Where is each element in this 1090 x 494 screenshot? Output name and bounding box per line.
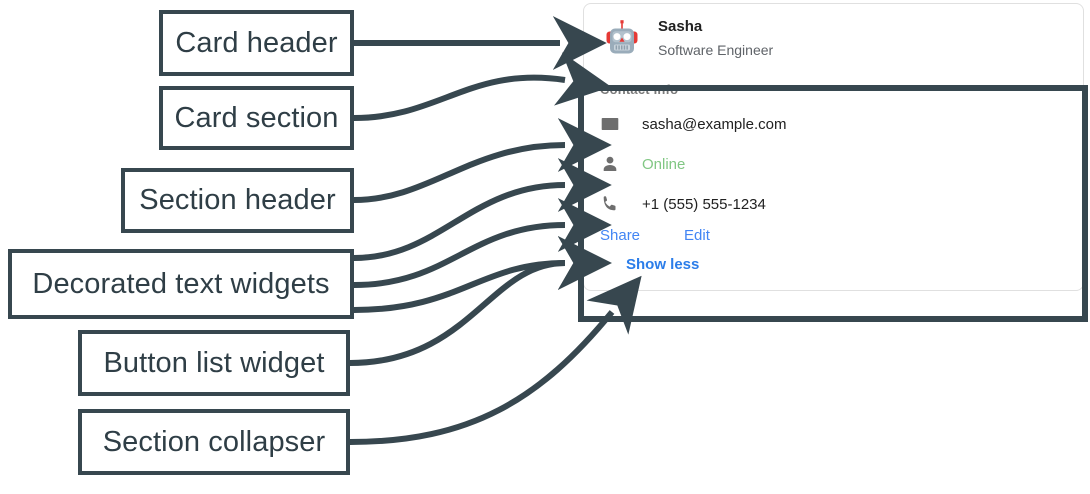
arrow-decorated-text-1 xyxy=(353,158,612,261)
annotation-section-collapser: Section collapser xyxy=(78,409,350,475)
annotation-button-list-widget: Button list widget xyxy=(78,330,350,396)
card-header-subtitle: Software Engineer xyxy=(658,41,774,58)
section-collapser[interactable]: Show less xyxy=(600,256,1067,274)
annotation-section-header: Section header xyxy=(121,168,354,233)
arrow-button-list xyxy=(349,236,612,366)
annotation-card-header-label: Card header xyxy=(175,26,338,59)
profile-card: Sasha Software Engineer Contact Info sas… xyxy=(583,3,1084,291)
email-icon xyxy=(600,114,620,134)
edit-button[interactable]: Edit xyxy=(684,227,710,244)
decorated-text-widget-status-text: Online xyxy=(642,155,686,173)
arrow-section-header xyxy=(353,118,612,203)
annotation-section-header-label: Section header xyxy=(139,184,336,216)
decorated-text-widget-phone: +1 (555) 555-1234 xyxy=(600,187,1067,221)
annotation-card-section-label: Card section xyxy=(174,101,339,134)
decorated-text-widget-email: sasha@example.com xyxy=(600,107,1067,141)
annotation-card-section: Card section xyxy=(159,86,354,150)
phone-icon xyxy=(600,194,620,214)
decorated-text-widget-email-text: sasha@example.com xyxy=(642,115,787,133)
annotation-section-collapser-label: Section collapser xyxy=(102,425,326,458)
arrow-card-section xyxy=(353,52,612,121)
section-header: Contact Info xyxy=(600,82,679,97)
share-button[interactable]: Share xyxy=(600,227,641,244)
person-icon xyxy=(600,154,620,174)
card-header: Sasha Software Engineer xyxy=(584,4,1083,74)
card-header-title: Sasha xyxy=(658,17,703,35)
annotation-decorated-text-widgets-label: Decorated text widgets xyxy=(32,267,330,300)
arrow-section-collapser xyxy=(349,275,642,445)
card-section: Contact Info sasha@example.com xyxy=(584,74,1083,290)
section-collapser-label[interactable]: Show less xyxy=(626,256,700,273)
decorated-text-widget-status: Online xyxy=(600,147,1067,181)
arrow-decorated-text-2 xyxy=(353,198,612,288)
robot-avatar-icon xyxy=(606,20,638,54)
annotation-button-list-widget-label: Button list widget xyxy=(103,346,325,379)
button-list-widget: Share Edit xyxy=(600,227,1067,244)
arrow-decorated-text-3 xyxy=(353,236,612,313)
card-header-text: Sasha Software Engineer xyxy=(658,17,773,60)
annotation-card-header: Card header xyxy=(159,10,354,76)
annotation-decorated-text-widgets: Decorated text widgets xyxy=(8,249,354,319)
decorated-text-widget-phone-text: +1 (555) 555-1234 xyxy=(642,195,766,213)
